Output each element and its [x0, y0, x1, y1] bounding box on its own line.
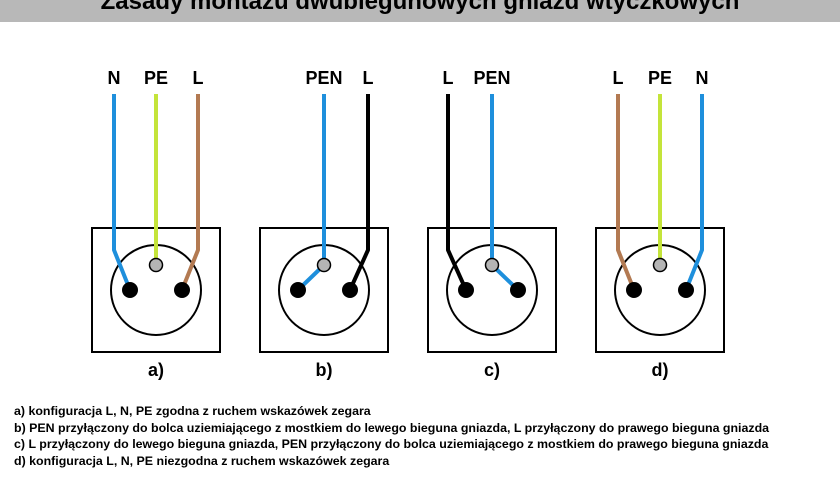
wire-label-d-2: N — [696, 68, 709, 88]
panel-label-d: d) — [652, 360, 669, 380]
wire-label-d-1: PE — [648, 68, 672, 88]
wire-label-b-0: PEN — [305, 68, 342, 88]
legend-line-b: b) PEN przyłączony do bolca uziemiająceg… — [14, 420, 770, 435]
right-pole-d — [678, 282, 694, 298]
earth-pin-c — [484, 257, 500, 273]
right-pole-b — [342, 282, 358, 298]
right-pole-a — [174, 282, 190, 298]
wire-label-d-0: L — [613, 68, 624, 88]
earth-pin-b — [316, 257, 332, 273]
wire-label-c-0: L — [443, 68, 454, 88]
wire-d-l — [616, 94, 636, 291]
legend-line-c: c) L przyłączony do lewego bieguna gniaz… — [14, 437, 769, 451]
panel-label-b: b) — [316, 360, 333, 380]
diagram-title: Zasady montażu dwubiegunowych gniazd wty… — [100, 0, 740, 15]
left-pole-b — [290, 282, 306, 298]
earth-pin-a — [148, 257, 164, 273]
title-bar: Zasady montażu dwubiegunowych gniazd wty… — [0, 0, 840, 22]
earth-pin-d — [652, 257, 668, 273]
wire-label-a-0: N — [108, 68, 121, 88]
legend: a) konfiguracja L, N, PE zgodna z ruchem… — [14, 403, 834, 469]
left-pole-a — [122, 282, 138, 298]
wire-label-a-2: L — [193, 68, 204, 88]
legend-line-d: d) konfiguracja L, N, PE niezgodna z ruc… — [14, 453, 390, 468]
left-pole-d — [626, 282, 642, 298]
panel-label-a: a) — [148, 360, 164, 380]
wire-a-l — [180, 94, 200, 291]
wire-c-l — [446, 94, 468, 291]
wire-d-n — [684, 94, 704, 291]
wire-b-l — [348, 94, 370, 291]
wire-a-n — [112, 94, 132, 291]
left-pole-c — [458, 282, 474, 298]
legend-line-a: a) konfiguracja L, N, PE zgodna z ruchem… — [14, 404, 371, 418]
wire-label-a-1: PE — [144, 68, 168, 88]
wire-label-b-1: L — [363, 68, 374, 88]
panel-label-c: c) — [484, 360, 500, 380]
right-pole-c — [510, 282, 526, 298]
wire-label-c-1: PEN — [473, 68, 510, 88]
